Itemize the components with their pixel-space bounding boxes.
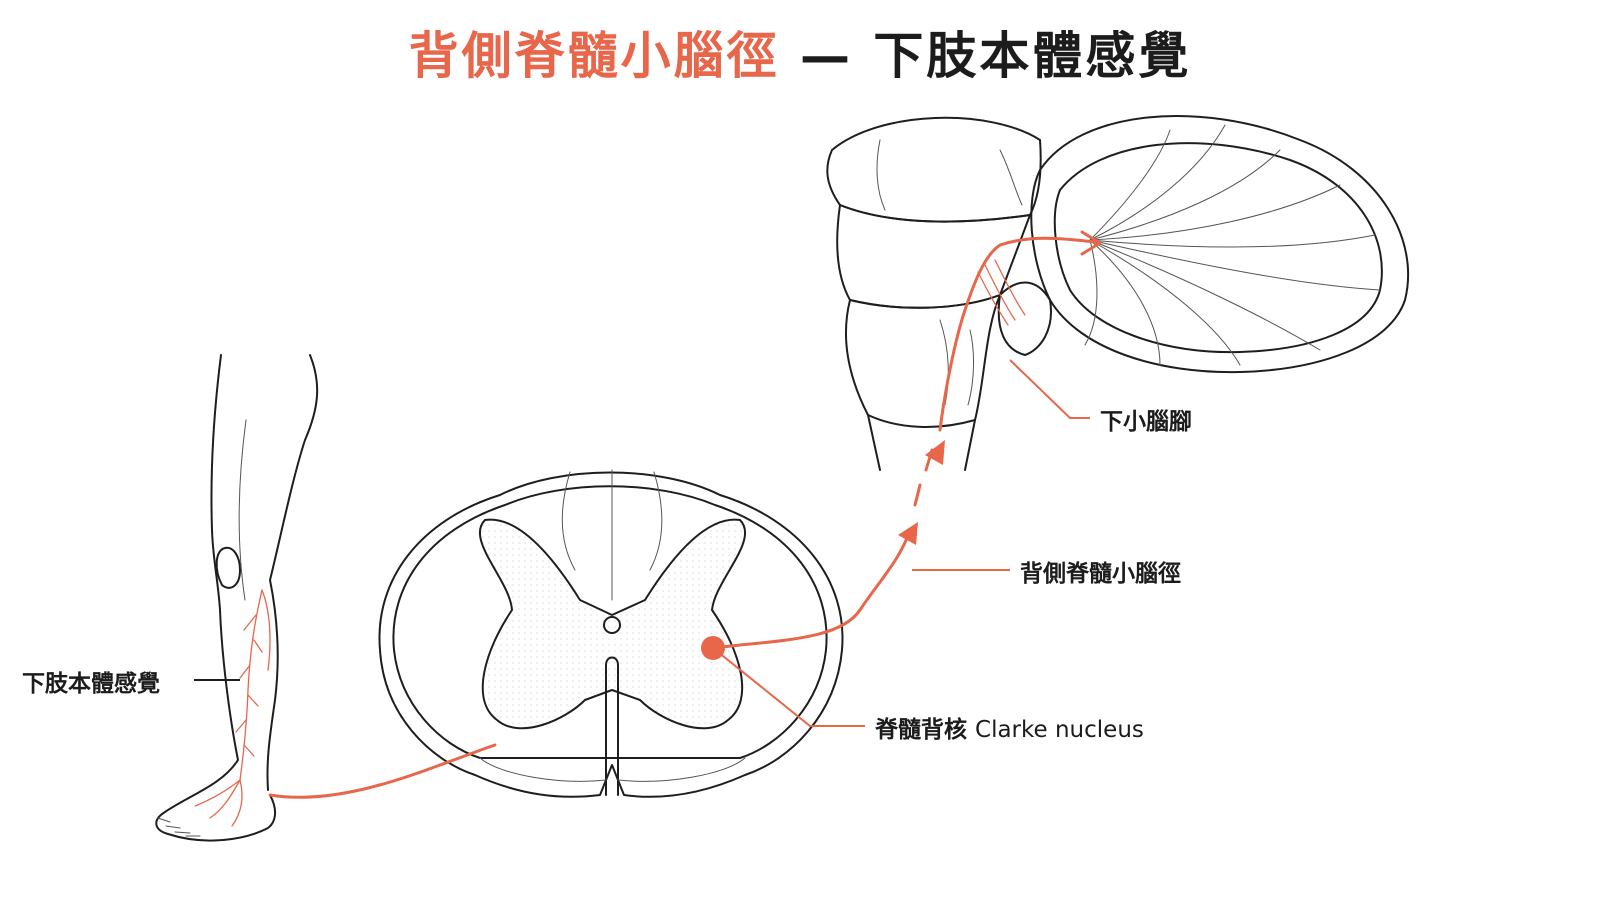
cord-outer-outline xyxy=(378,471,844,798)
ventral-horn-lines xyxy=(479,757,746,782)
cerebellum xyxy=(977,115,1410,374)
medulla xyxy=(845,294,1001,428)
label-peduncle: 下小腦腳 xyxy=(1100,409,1192,435)
leader-lines xyxy=(194,359,1090,727)
cerebellum-inner-outline xyxy=(1053,142,1383,354)
label-tract: 背側脊髓小腦徑 xyxy=(1020,561,1181,587)
tract-lower-segment xyxy=(711,528,912,650)
arrow-head-lower xyxy=(898,522,918,545)
diagram-title: 背側脊髓小腦徑 — 下肢本體感覺 xyxy=(0,16,1600,88)
brainstem-fibers xyxy=(876,139,1023,406)
gray-matter xyxy=(478,518,747,730)
leg-nerves xyxy=(194,589,271,827)
label-nucleus-en: Clarke nucleus xyxy=(975,717,1144,743)
tract-upper-segment xyxy=(938,236,1097,432)
toe-lines xyxy=(157,817,201,837)
label-nucleus-zh: 脊髓背核 xyxy=(875,717,967,743)
pons xyxy=(836,204,1031,309)
ventral-fissure xyxy=(605,656,619,796)
brainstem xyxy=(826,116,1042,471)
leg xyxy=(155,354,319,842)
cerebellum-folia xyxy=(1084,124,1381,366)
cord-inner-outline xyxy=(392,485,828,759)
label-limb: 下肢本體感覺 xyxy=(22,671,160,697)
peduncle-fibers xyxy=(977,259,1026,326)
upper-cord xyxy=(867,414,976,471)
tract-dashes xyxy=(913,448,934,507)
nucleus-leader xyxy=(712,647,865,727)
spinal-cord-section xyxy=(378,469,844,798)
knee-cap xyxy=(215,546,241,589)
dorsal-columns xyxy=(561,469,663,601)
leg-front-contour xyxy=(155,354,276,842)
title-rest: — 下肢本體感覺 xyxy=(779,27,1192,85)
inferior-peduncle-shape xyxy=(997,281,1052,356)
shin-line xyxy=(238,419,247,601)
central-canal xyxy=(603,616,621,634)
cerebellum-outline xyxy=(1030,115,1410,374)
afferent-fiber xyxy=(268,743,497,799)
label-nucleus: 脊髓背核 Clarke nucleus xyxy=(875,710,1144,744)
peduncle-leader xyxy=(1009,359,1090,419)
arrow-head-upper xyxy=(1080,230,1102,256)
title-highlight: 背側脊髓小腦徑 xyxy=(408,27,780,85)
arrow-head-middle xyxy=(925,440,945,465)
leg-back-contour xyxy=(266,354,319,791)
